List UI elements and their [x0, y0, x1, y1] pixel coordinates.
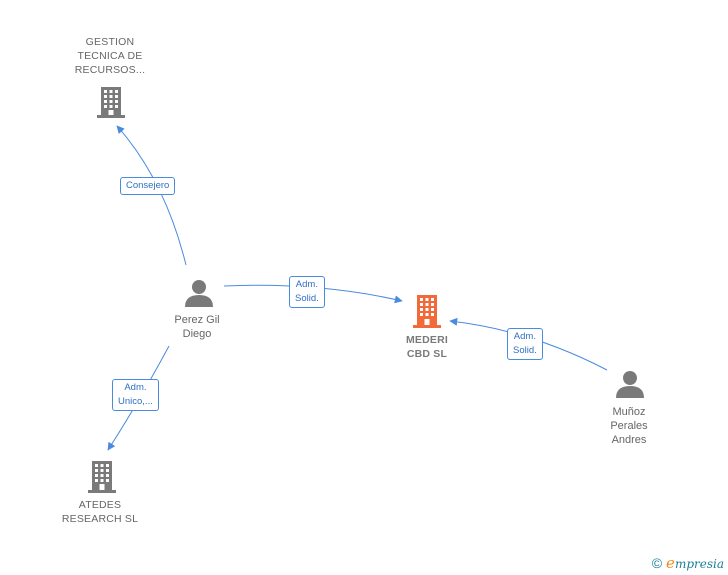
building-icon-mederi[interactable] [411, 293, 443, 334]
edge-label-adm-solid-perez[interactable]: Adm. Solid. [289, 276, 325, 308]
edge-consejero [116, 125, 187, 266]
node-label-mederi: MEDERI CBD SL [405, 334, 449, 360]
brand-initial: e [666, 554, 675, 572]
node-label-perez: Perez Gil Diego [174, 314, 220, 340]
building-icon-gestion[interactable] [95, 85, 127, 124]
edge-label-consejero[interactable]: Consejero [120, 177, 176, 195]
node-label-gestion: GESTION TECNICA DE RECURSOS... [74, 36, 146, 76]
building-icon-atedes[interactable] [86, 459, 118, 499]
footer-brand: © empresia [652, 554, 724, 572]
person-icon-perez[interactable] [184, 279, 214, 312]
edge-label-adm-solid-munoz[interactable]: Adm. Solid. [507, 328, 543, 360]
person-icon-munoz[interactable] [615, 370, 645, 403]
node-label-atedes: ATEDES RESEARCH SL [61, 499, 139, 525]
copyright-icon: © [651, 555, 663, 571]
edge-label-adm-unico[interactable]: Adm. Unico,... [112, 379, 159, 411]
node-label-munoz: Muñoz Perales Andres [610, 406, 648, 446]
brand-name: mpresia [674, 557, 724, 571]
brand-logo[interactable]: empresia [666, 554, 724, 572]
